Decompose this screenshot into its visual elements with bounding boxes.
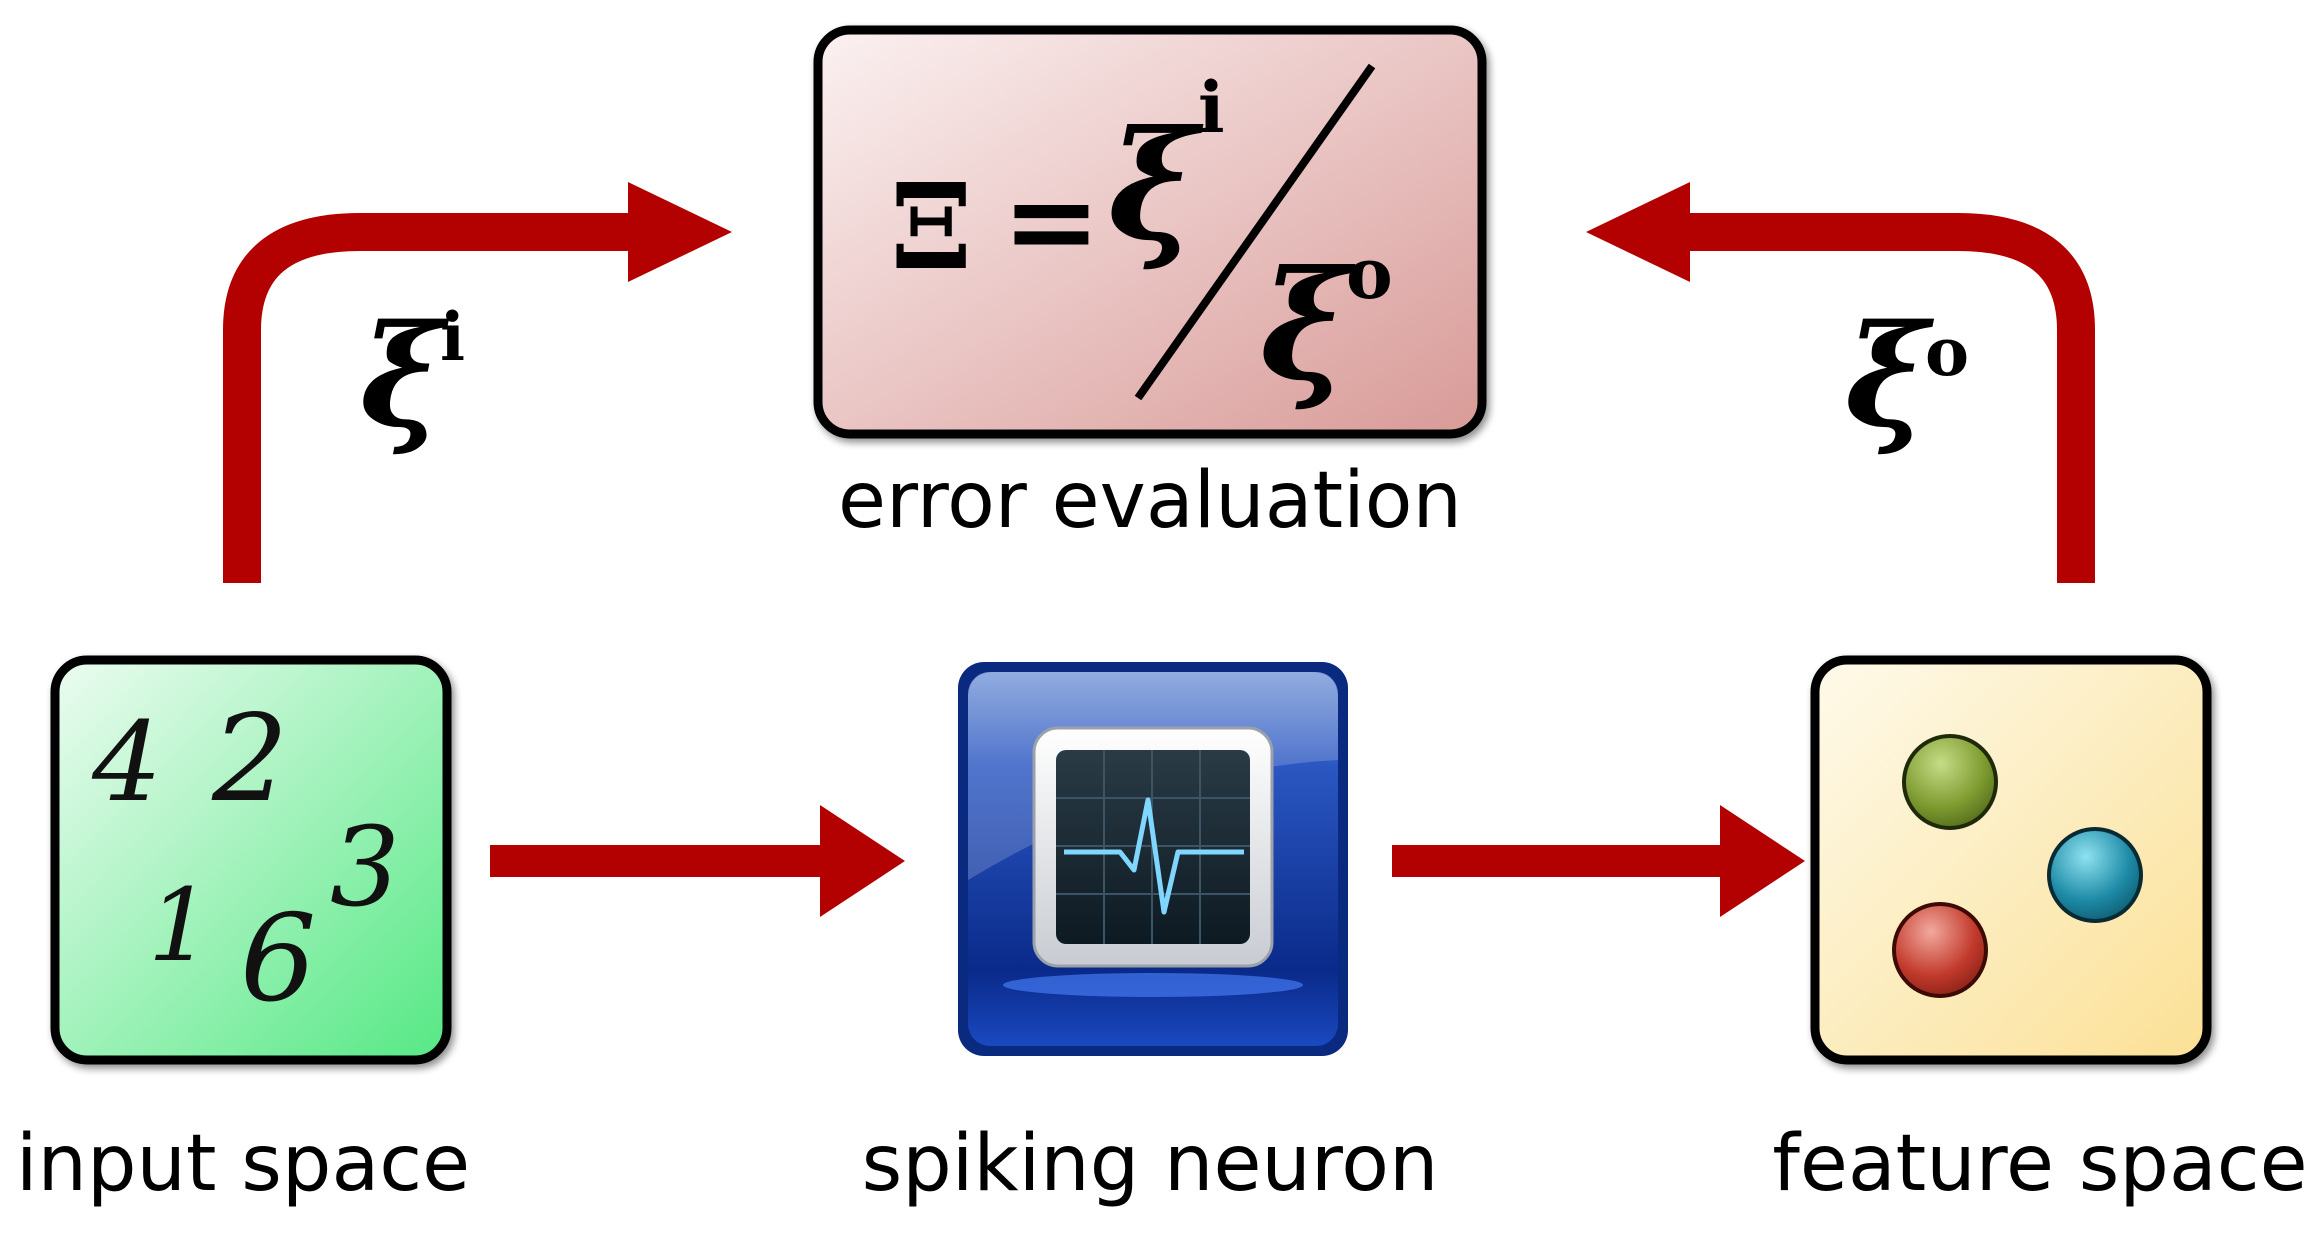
error-evaluation-box xyxy=(813,25,1487,439)
feature-space-label: feature space xyxy=(1772,1119,2307,1209)
neuron-icon-glow xyxy=(1003,973,1303,997)
arrow-input-to-neuron xyxy=(490,805,905,917)
spiking-neuron-node xyxy=(958,662,1348,1056)
digit: 3 xyxy=(330,803,400,931)
input-space-label: input space xyxy=(16,1119,470,1209)
error-formula: Ξ = ξ i ξ o xyxy=(890,63,1393,414)
feature-space-node xyxy=(1810,655,2212,1065)
arrow-label-left-xi: ξ xyxy=(360,295,450,459)
error-evaluation-node: Ξ = ξ i ξ o xyxy=(813,25,1487,439)
arrow-label-right-sup: o xyxy=(1925,313,1969,391)
arrow-shaft xyxy=(1392,845,1737,877)
digit: 2 xyxy=(211,690,288,829)
arrow-head xyxy=(1720,805,1805,917)
arrow-feature-to-error xyxy=(1586,182,2095,583)
arrow-label-left-sup: i xyxy=(440,298,465,376)
feature-space-box xyxy=(1810,655,2212,1065)
error-evaluation-label: error evaluation xyxy=(838,456,1462,546)
arrow-neuron-to-feature xyxy=(1392,805,1805,917)
formula-fraction-slash xyxy=(1134,63,1376,401)
pulse-waveform-icon xyxy=(1064,797,1244,915)
arrow-label-right-xi: ξ xyxy=(1845,295,1935,459)
formula-numerator-xi: ξ xyxy=(1108,98,1204,274)
feature-cluster-green xyxy=(1902,734,1998,830)
feature-cluster-teal xyxy=(2047,827,2143,923)
arrow-input-to-error xyxy=(223,182,732,583)
arrow-head xyxy=(820,805,905,917)
formula-denominator-sup: o xyxy=(1346,232,1393,315)
arrow-head xyxy=(1586,182,1690,282)
formula-numerator-sup: i xyxy=(1198,66,1225,149)
digit: 1 xyxy=(148,867,212,984)
formula-capital-xi: Ξ xyxy=(890,157,973,296)
arrow-shaft xyxy=(223,213,640,583)
input-space-box xyxy=(50,655,452,1065)
input-space-node: 4 2 3 1 6 xyxy=(50,655,452,1065)
feature-cluster-red xyxy=(1892,902,1988,998)
digit: 6 xyxy=(240,890,316,1029)
formula-denominator-xi: ξ xyxy=(1260,238,1356,414)
handwritten-digits: 4 2 3 1 6 xyxy=(91,690,400,1029)
digit: 4 xyxy=(91,698,162,826)
arrow-label-xi-o: ξ o xyxy=(1845,295,1969,459)
spiking-neuron-label: spiking neuron xyxy=(862,1119,1439,1209)
monitor-grid xyxy=(1056,750,1250,944)
arrow-label-xi-i: ξ i xyxy=(360,295,465,459)
formula-equals: = xyxy=(1002,151,1101,290)
arrow-shaft xyxy=(1670,213,2095,583)
arrow-head xyxy=(628,182,732,282)
arrow-shaft xyxy=(490,845,840,877)
